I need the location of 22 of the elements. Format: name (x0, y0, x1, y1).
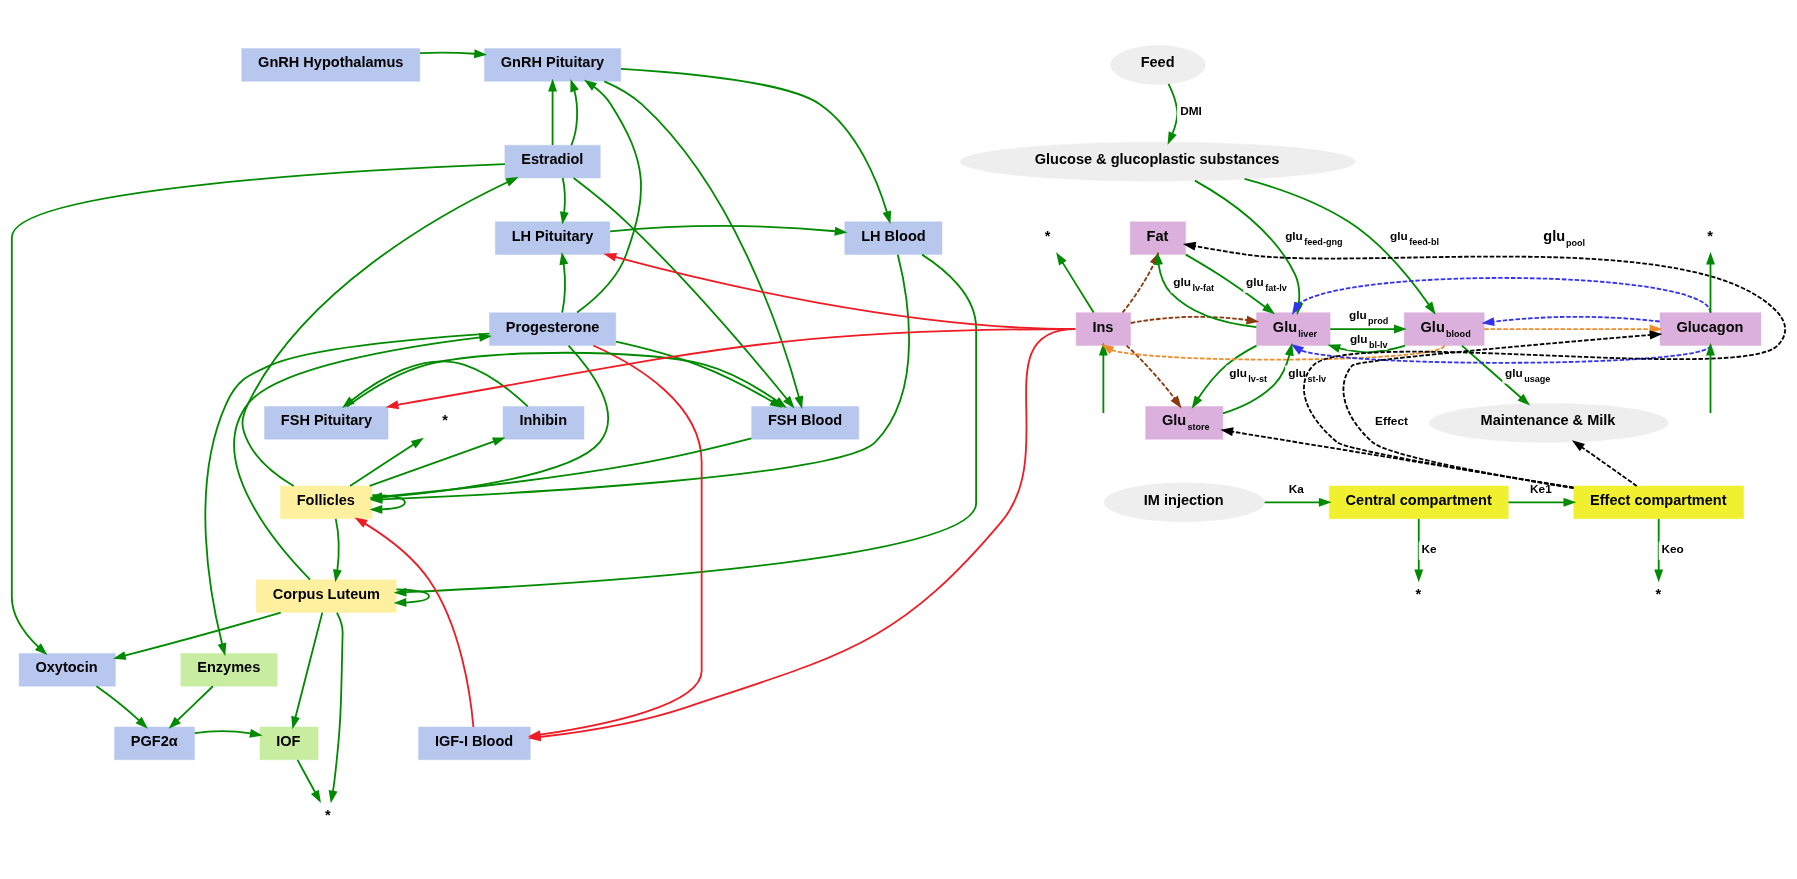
edge-label: glu$_{usage}$ (1505, 365, 1551, 384)
node-text: * (1655, 585, 1662, 602)
edge-label: Keo (1661, 541, 1684, 556)
node-text: * (442, 412, 448, 429)
node-text: * (1044, 227, 1051, 244)
edge-label: Ke (1421, 541, 1437, 556)
node-text: * (1707, 227, 1713, 244)
edge-label: glu$_{feed-bl}$ (1390, 229, 1439, 248)
edge-label: glu$_{fat-lv}$ (1246, 274, 1287, 293)
node-text: * (1415, 585, 1422, 602)
edge-label: glu$_{bl-lv}$ (1349, 332, 1388, 351)
edge-label: glu$_{lv-fat}$ (1173, 274, 1215, 293)
edge-label: glu$_{prod}$ (1348, 308, 1389, 327)
edge-label: glu$_{lv-st}$ (1229, 365, 1268, 384)
node-text: * (324, 806, 331, 823)
edge-label: Ke1 (1530, 481, 1552, 496)
edge-label: glu$_{st-lv}$ (1288, 365, 1327, 384)
edge-label: Effect (1375, 414, 1408, 429)
edge-label: glu$_{feed-gng}$ (1285, 229, 1343, 248)
edge-label: DMI (1180, 104, 1202, 119)
label: glu$_{pool}$ (1543, 227, 1586, 248)
edge-label: Ka (1288, 481, 1304, 496)
